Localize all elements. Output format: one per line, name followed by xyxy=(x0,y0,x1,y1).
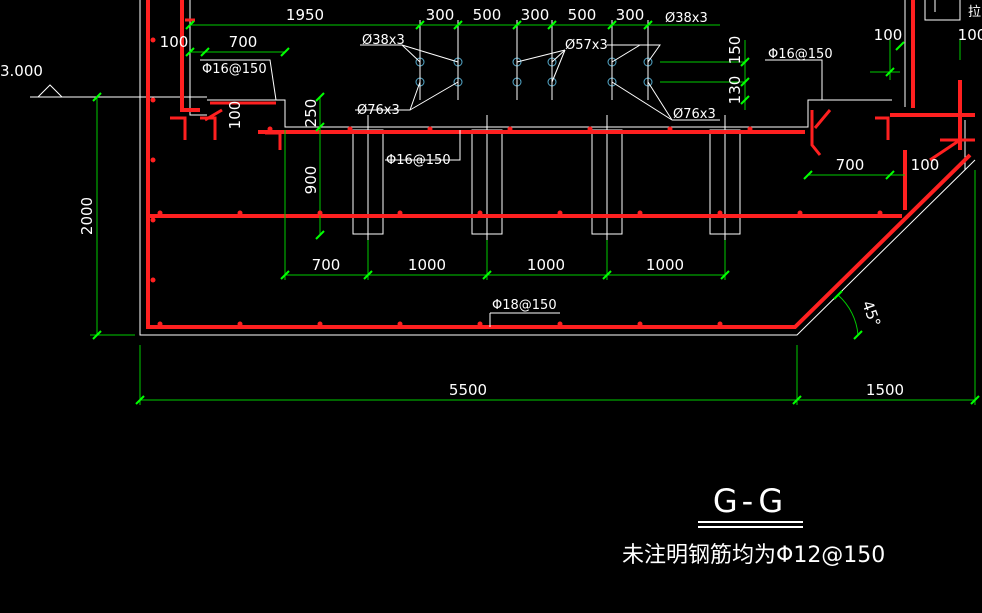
rebar-dot xyxy=(637,321,643,327)
rebar-dot xyxy=(157,210,163,216)
angle-label: 45° xyxy=(858,298,884,329)
dim-1000-b: 1000 xyxy=(527,256,565,274)
rebar-mid-label: Φ16@150 xyxy=(386,153,451,168)
pipe38-left-label: Ø38x3 xyxy=(362,33,405,48)
dim-130: 130 xyxy=(726,76,744,105)
dim-150: 150 xyxy=(726,36,744,65)
section-note: 未注明钢筋均为Φ12@150 xyxy=(622,543,885,568)
rebar-dot xyxy=(317,210,323,216)
dim-500-a: 500 xyxy=(473,6,502,24)
dim-900: 900 xyxy=(302,166,320,195)
rebar-dot xyxy=(317,321,323,327)
rebar-bottom-label: Φ18@150 xyxy=(492,298,557,313)
dim-250: 250 xyxy=(302,99,320,128)
rebar-dot xyxy=(150,217,156,223)
rebar-dot xyxy=(427,126,433,132)
dim-5500: 5500 xyxy=(449,381,487,399)
dim-1000-c: 1000 xyxy=(646,256,684,274)
rebar-right-label: Φ16@150 xyxy=(768,47,833,62)
rebar-dot xyxy=(507,126,513,132)
pipe38-right-label: Ø38x3 xyxy=(665,11,708,26)
rebar-dot xyxy=(747,126,753,132)
rebar-dot xyxy=(237,321,243,327)
rebar-dot xyxy=(797,210,803,216)
rebar-dot xyxy=(267,126,273,132)
pipe76-left-label: Ø76x3 xyxy=(357,103,400,118)
dim-1500: 1500 xyxy=(866,381,904,399)
elevation-label: 3.000 xyxy=(0,62,43,80)
rebar-dot xyxy=(397,321,403,327)
rebar-dot xyxy=(397,210,403,216)
edge-label: 拉 xyxy=(968,5,981,20)
section-title: G-G xyxy=(713,482,787,520)
rebar-dot xyxy=(557,210,563,216)
rebar-dot xyxy=(150,157,156,163)
rebar-dot xyxy=(150,37,156,43)
rebar-dot xyxy=(717,210,723,216)
dim-1000-a: 1000 xyxy=(408,256,446,274)
rebar-dot xyxy=(157,321,163,327)
dim-700-left: 700 xyxy=(229,33,258,51)
pipe57-label: Ø57x3 xyxy=(565,38,608,53)
dim-300-b: 300 xyxy=(521,6,550,24)
dim-2000: 2000 xyxy=(78,197,96,235)
rebar-dot xyxy=(237,210,243,216)
dim-500-b: 500 xyxy=(568,6,597,24)
rebar-dot xyxy=(717,321,723,327)
leader-lines xyxy=(200,44,823,327)
dim-300-c: 300 xyxy=(616,6,645,24)
rebar-dot xyxy=(477,321,483,327)
rebar-dot xyxy=(587,126,593,132)
dim-700-right: 700 xyxy=(836,156,865,174)
dim-100-vertical: 100 xyxy=(226,101,244,130)
rebar-dot xyxy=(667,126,673,132)
rebar-dot xyxy=(347,126,353,132)
dim-300-a: 300 xyxy=(426,6,455,24)
dim-100-right-c: 100 xyxy=(911,156,940,174)
dim-1950: 1950 xyxy=(286,6,324,24)
rebar-lines xyxy=(146,0,975,329)
rebar-dot xyxy=(477,210,483,216)
rebar-dot xyxy=(877,210,883,216)
rebar-dot xyxy=(150,277,156,283)
rebar-left-label: Φ16@150 xyxy=(202,62,267,77)
dim-100-right-a: 100 xyxy=(874,26,903,44)
pipes xyxy=(415,20,653,100)
pipe76-right-label: Ø76x3 xyxy=(673,107,716,122)
rebar-dot xyxy=(557,321,563,327)
dim-100-right-b: 100 xyxy=(958,26,982,44)
dimension-lines xyxy=(90,20,980,405)
rebar-dot xyxy=(150,97,156,103)
rebar-dot xyxy=(637,210,643,216)
dim-100-left: 100 xyxy=(160,33,189,51)
dim-700-mid: 700 xyxy=(312,256,341,274)
